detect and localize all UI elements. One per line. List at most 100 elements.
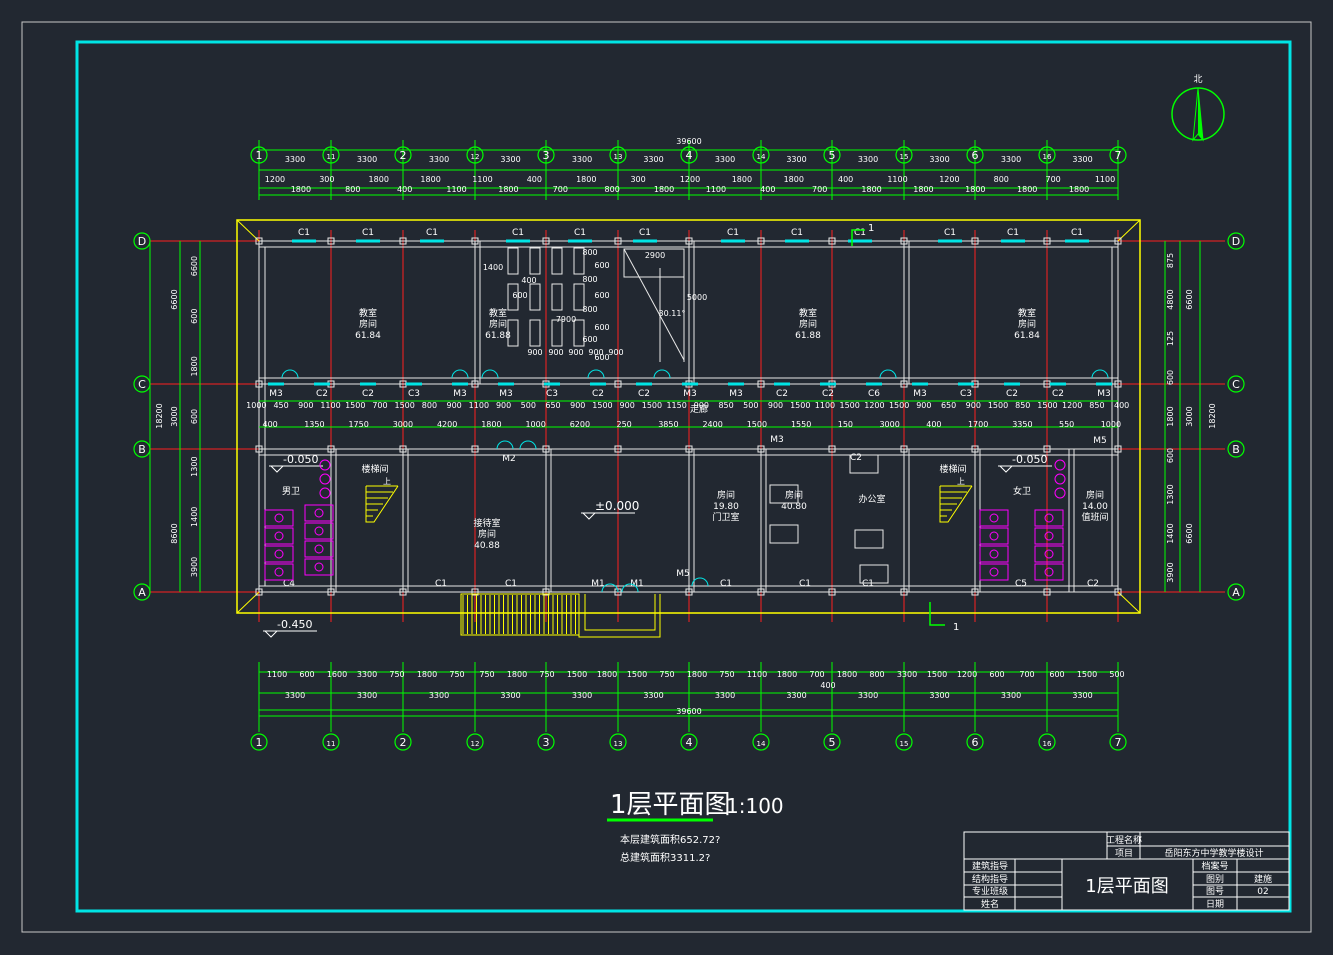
desk [529,319,541,347]
corridor-dim: 1000 [246,401,266,410]
detail-dim-top: 1800 [291,185,311,194]
detail-dim-bottom: 700 [1019,670,1034,679]
corridor-dim: 3350 [1012,420,1032,429]
area-note-2: 总建筑面积3311.2? [620,851,710,864]
corridor-dim: 1100 [320,401,340,410]
bay-dim-top: 3300 [858,155,878,164]
outline-corner [236,591,260,614]
tb-project-value: 岳阳东方中学教学楼设计 [1164,847,1263,859]
corridor-dim: 1500 [988,401,1008,410]
detail-dim-top: 1800 [420,175,440,184]
desk [573,283,585,311]
toilet-bowl [314,562,324,572]
corridor-dim: 650 [545,401,560,410]
window-tag: C1 [791,228,803,238]
opening-tag: C2 [1006,389,1018,399]
axis-bubble-label: 11 [327,740,336,748]
room-sub: 房间 [489,318,507,330]
bay-dim-bottom: 3300 [1072,691,1092,700]
column [900,445,908,453]
room-name: 房间 [717,489,735,501]
axis-bubble-label: 14 [757,740,766,748]
axis-bubble [1227,440,1245,458]
office-desk [859,564,889,584]
stair-outline [365,485,399,523]
axis-bubble-label: 5 [829,736,836,749]
level-mark: -0.050 [283,453,318,466]
toilet-stall [1034,527,1064,545]
opening-tag: M1 [630,579,644,589]
door-swing [496,440,514,450]
right-inner-dim: 125 [1166,331,1175,346]
detail-dim-bottom: 1800 [417,670,437,679]
corridor-dim: 1000 [1101,420,1121,429]
column [614,380,622,388]
drawing-frame [75,40,1292,913]
axis-bubble [537,733,555,751]
corridor-dim: 900 [620,401,635,410]
column [828,237,836,245]
column [971,237,979,245]
classroom-dim: 900 [608,348,623,357]
axis-bubble-label: 15 [900,740,909,748]
column [1043,237,1051,245]
opening-tag: M3 [913,389,927,399]
detail-dim-bottom: 700 [809,670,824,679]
left-outer-dim: 8600 [170,523,179,543]
detail-dim-bottom: 3300 [897,670,917,679]
axis-bubble-label: 13 [614,740,623,748]
opening-tag: M2 [502,454,516,464]
detail-dim-top: 400 [760,185,775,194]
corridor-dim: 1700 [968,420,988,429]
corridor-dim: 1200 [1062,401,1082,410]
room-labels: 教室房间61.84教室房间61.88教室房间61.88教室房间61.84男卫楼梯… [263,248,1109,638]
toilet-bowl [1044,513,1054,523]
bay-dim-bottom: 3300 [643,691,663,700]
axis-bubble [752,146,770,164]
axis-bubble [250,146,268,164]
room-name: 接待室 [473,517,500,529]
detail-dim-bottom: 1800 [837,670,857,679]
classroom-dim: 600 [594,291,609,300]
room-area: 61.88 [485,331,511,341]
axis-bubble [133,232,151,250]
detail-dim-top: 1200 [265,175,285,184]
office-desk [769,524,799,544]
detail-dim-top: 300 [630,175,645,184]
column [1114,445,1122,453]
opening-tag: C1 [862,579,874,589]
column [1043,445,1051,453]
classroom-dim: 2900 [645,251,665,260]
detail-dim-top: 400 [838,175,853,184]
urinal [319,473,331,485]
toilet-bowl [989,531,999,541]
column [757,588,765,596]
door-swing [653,369,671,379]
column [399,445,407,453]
corridor-dim: 850 [1089,401,1104,410]
axis-bubble [609,146,627,164]
classroom-dim: 800 [582,305,597,314]
axis-bubble-label: C [138,378,146,391]
opening-tag: C2 [1052,389,1064,399]
corridor-dim: 900 [446,401,461,410]
axis-bubble-label: 6 [972,149,979,162]
axis-bubble [394,146,412,164]
classroom-dim: 800 [582,248,597,257]
left-inner-dim: 600 [190,309,199,324]
detail-dim-top: 1200 [939,175,959,184]
drawing-scale: 1:100 [726,794,784,818]
opening-tag: C2 [776,389,788,399]
door-swing [281,369,299,379]
axis-bubble [752,733,770,751]
corridor-dim: 1750 [348,420,368,429]
room-sub: 19.80 [713,502,739,512]
room-area: 61.84 [1014,331,1040,341]
opening-tag: M3 [1097,389,1111,399]
corridor-dim: 850 [718,401,733,410]
room-sub: 房间 [1018,318,1036,330]
room-name: 办公室 [858,493,885,505]
detail-dim-bottom: 750 [539,670,554,679]
corridor-dim: 1500 [747,420,767,429]
